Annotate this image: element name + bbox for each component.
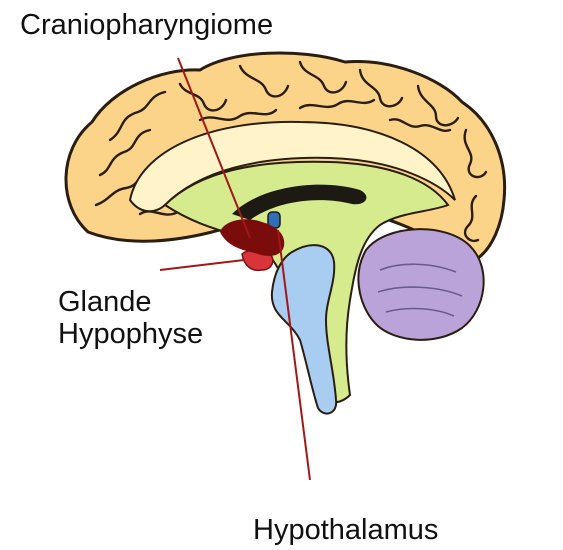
label-glande: Glande: [58, 287, 152, 318]
cerebellum: [358, 229, 483, 340]
pointer-line-glande-hypophyse: [160, 260, 244, 270]
label-craniopharyngiome: Craniopharyngiome: [20, 10, 273, 41]
label-hypothalamus: Hypothalamus: [253, 515, 438, 546]
brainstem: [272, 245, 336, 413]
label-hypophyse: Hypophyse: [58, 319, 203, 350]
